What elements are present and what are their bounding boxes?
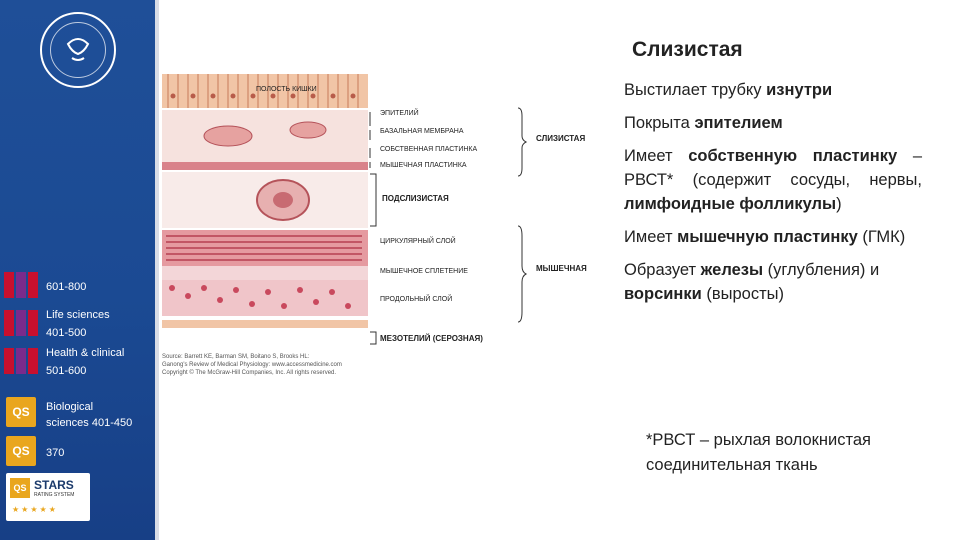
source-credit: Copyright © The McGraw-Hill Companies, I… [162, 370, 337, 376]
layer-label: БАЗАЛЬНАЯ МЕМБРАНА [380, 128, 464, 135]
layer-label: СОБСТВЕННАЯ ПЛАСТИНКА [380, 146, 478, 153]
submucosa-label: ПОДСЛИЗИСТАЯ [382, 194, 449, 203]
the-icon [4, 346, 40, 376]
muscularis-label: МЫШЕЧНАЯ [536, 264, 587, 273]
source-credit: Source: Barrett KE, Barman SM, Boitano S… [162, 354, 310, 360]
ranking-text: 401-500 [46, 327, 87, 339]
layer-label: МЫШЕЧНОЕ СПЛЕТЕНИЕ [380, 268, 468, 275]
bullet-item: Имеет мышечную пластинку (ГМК) [624, 228, 906, 246]
bullet-item: Покрыта эпителием [624, 114, 783, 132]
ranking-text: 601-800 [46, 281, 87, 293]
intestine-wall-diagram: ПОЛОСТЬ КИШКИ ЭПИТЕЛИЙ БАЗАЛЬНАЯ МЕМБРАН… [158, 70, 594, 380]
bullet-item: Выстилает трубку изнутри [624, 81, 833, 99]
qs-icon: QS [6, 436, 36, 466]
sidebar-divider [155, 0, 159, 540]
source-credit: Ganong's Review of Medical Physiology: w… [162, 362, 342, 368]
stars-title: STARS [34, 478, 74, 492]
qs-icon: QS [10, 478, 30, 498]
tissue-layers-illustration [162, 74, 528, 345]
the-icon [4, 308, 40, 338]
layer-label: ЭПИТЕЛИЙ [380, 110, 419, 117]
ranking-text: 370 [46, 447, 65, 459]
bullet-item: Имеет собственную пластинку – РВСТ* (сод… [624, 147, 922, 213]
ranking-text: Biological [46, 401, 94, 413]
ranking-text: Life sciences [46, 309, 110, 321]
serosa-label: МЕЗОТЕЛИЙ (СЕРОЗНАЯ) [380, 334, 483, 343]
layer-label: ПРОДОЛЬНЫЙ СЛОЙ [380, 296, 453, 303]
lumen-label: ПОЛОСТЬ КИШКИ [256, 86, 317, 93]
mucosa-label: СЛИЗИСТАЯ [536, 134, 586, 143]
footnote-line: соединительная ткань [646, 456, 818, 474]
university-seal-icon [40, 12, 116, 88]
ranking-text: Health & clinical [46, 347, 125, 359]
the-icon [4, 270, 40, 300]
star-rating-icon: ★★★★★ [12, 505, 58, 514]
stars-subtitle: RATING SYSTEM [34, 492, 75, 498]
qs-stars-logo: QS STARS RATING SYSTEM ★★★★★ [6, 473, 90, 521]
footnote: *РВСТ – рыхлая волокнистая соединительна… [646, 428, 946, 478]
slide-title: Слизистая [632, 38, 743, 61]
qs-icon: QS [6, 397, 36, 427]
ranking-text: 501-600 [46, 365, 87, 377]
bullet-item: Образует железы (углубления) и ворсинки … [624, 261, 880, 303]
sidebar: 601-800 Life sciences 401-500 Health & c… [0, 0, 155, 540]
footnote-line: *РВСТ – рыхлая волокнистая [646, 431, 871, 449]
layer-label: ЦИРКУЛЯРНЫЙ СЛОЙ [380, 238, 456, 245]
bullet-list: Выстилает трубку изнутри Покрыта эпители… [624, 78, 922, 315]
ranking-text: sciences 401-450 [46, 417, 133, 429]
layer-label: МЫШЕЧНАЯ ПЛАСТИНКА [380, 162, 467, 169]
